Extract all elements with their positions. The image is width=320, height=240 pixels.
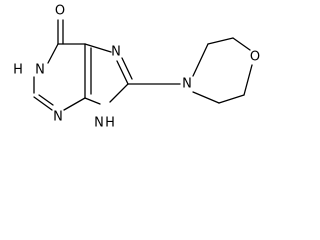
bond-n3-c4 xyxy=(63,97,86,111)
chemical-structure: O N H N N N H N O xyxy=(13,4,260,131)
bond-n7-c8-double xyxy=(121,57,133,80)
bond-morph-cb-o xyxy=(232,37,251,51)
atom-label-o-carbonyl: O xyxy=(55,4,65,19)
bond-c6-n1 xyxy=(47,43,59,64)
bond-morph-cd-n xyxy=(192,91,220,104)
bond-morph-cc-cd xyxy=(218,94,245,104)
bonds xyxy=(33,19,253,111)
bond-c5-n7 xyxy=(84,43,112,53)
atom-label-h1: H xyxy=(13,63,23,78)
atom-labels: O N H N N N H N O xyxy=(13,4,260,131)
atom-label-n3: N xyxy=(53,110,63,125)
atom-label-h9: H xyxy=(105,116,115,131)
atom-label-n9: N xyxy=(94,116,104,131)
atom-label-n7: N xyxy=(111,45,121,60)
bond-morph-n-ca xyxy=(192,43,209,77)
bond-c2-n3-double xyxy=(38,94,54,106)
atom-label-o-morpholine: O xyxy=(250,50,260,65)
bond-morph-o-cc xyxy=(243,64,253,96)
atom-label-n-morpholine: N xyxy=(182,77,192,92)
atom-label-n1: N xyxy=(35,63,45,78)
bond-n7-c8 xyxy=(116,60,129,85)
bond-morph-ca-cb xyxy=(207,37,234,45)
bond-n9-c4 xyxy=(84,97,101,105)
bond-c8-n9 xyxy=(109,83,129,103)
bond-c2-n3 xyxy=(33,96,53,111)
